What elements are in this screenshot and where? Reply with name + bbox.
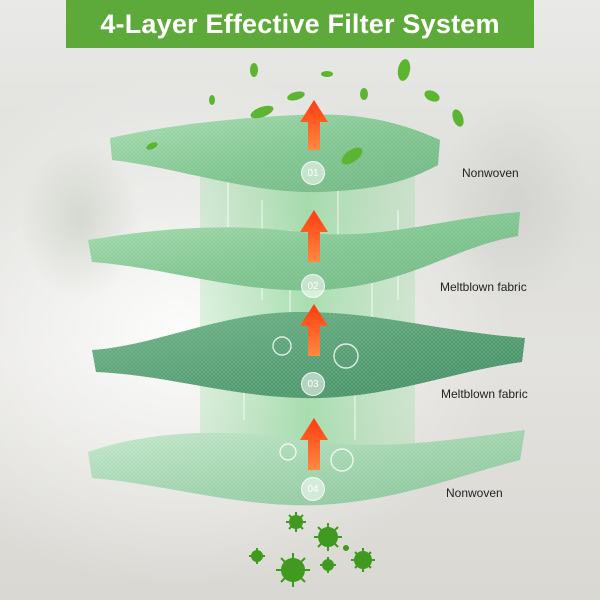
layer-3-number: 03	[301, 372, 325, 396]
layer-3-label: Meltblown fabric	[441, 387, 528, 401]
arrow-up-icon	[300, 418, 328, 470]
layer-1-label: Nonwoven	[462, 166, 519, 180]
layer-4-number: 04	[301, 477, 325, 501]
arrow-up-icon	[300, 100, 328, 150]
leaf-icon	[146, 59, 464, 165]
airflow-column	[200, 165, 415, 455]
layer-1-number: 01	[301, 161, 325, 185]
layer-4-label: Nonwoven	[446, 486, 503, 500]
virus-icon	[249, 512, 375, 587]
bubble-icon	[272, 336, 359, 472]
arrow-up-icon	[300, 304, 328, 356]
page-title: 4-Layer Effective Filter System	[100, 8, 500, 39]
arrow-up-icon	[300, 210, 328, 262]
layer-2-label: Meltblown fabric	[440, 280, 527, 294]
layer-2-number: 02	[301, 274, 325, 298]
title-banner: 4-Layer Effective Filter System	[66, 0, 534, 48]
